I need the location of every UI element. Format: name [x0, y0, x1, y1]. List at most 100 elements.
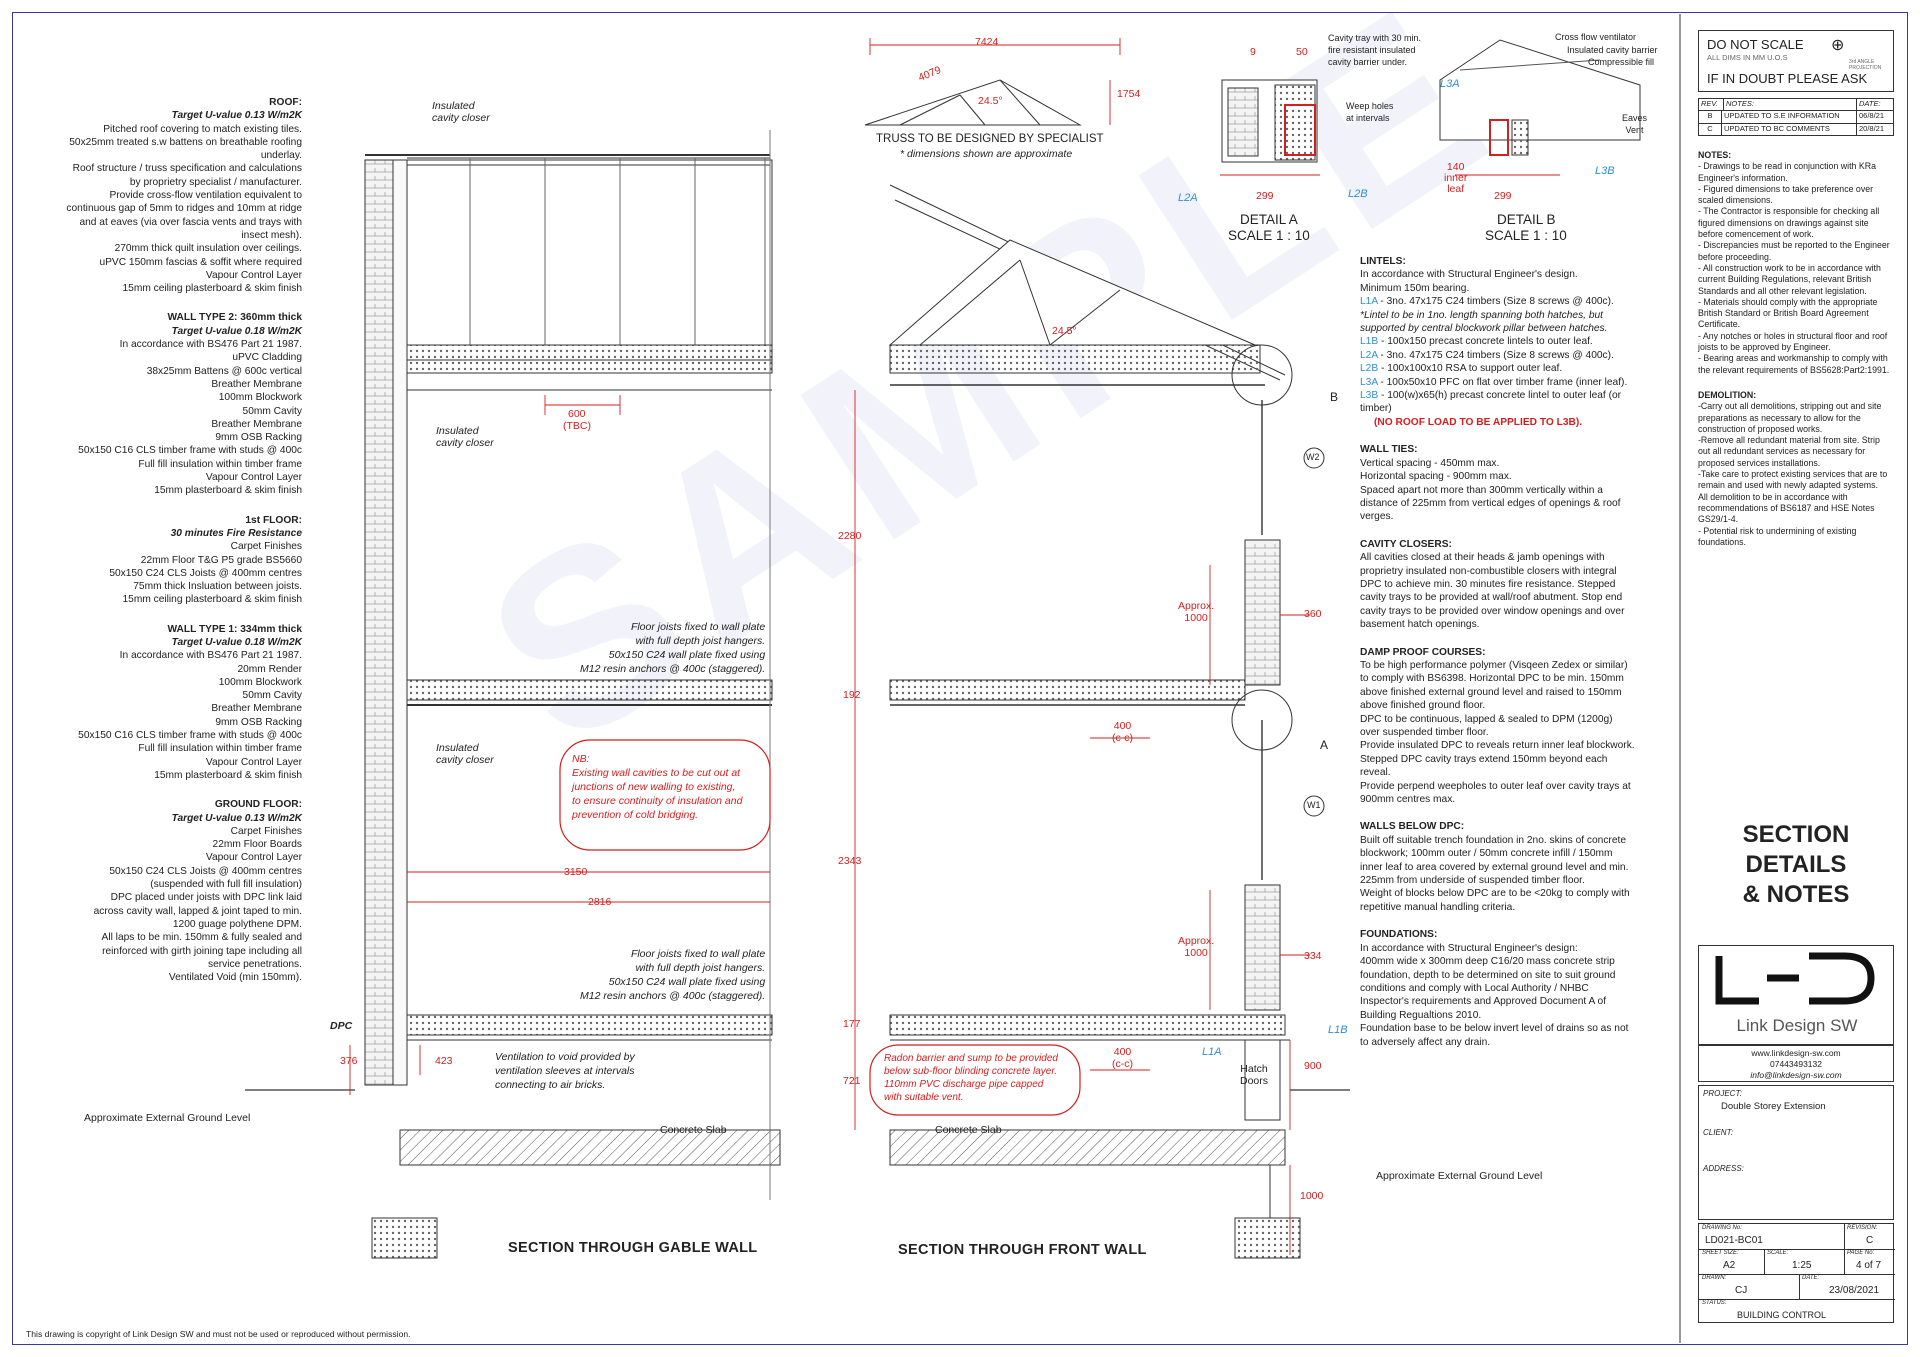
gable-joist-note-upper: Floor joists fixed to wall plate with fu…	[580, 621, 766, 675]
gable-concrete-slab: Concrete Slab	[660, 1124, 727, 1136]
list-item: Pitched roof covering to match existing …	[103, 123, 302, 135]
dim-7424: 7424	[975, 36, 999, 48]
date-header: DATE:	[1859, 99, 1881, 108]
projection-icon: ⊕	[1831, 37, 1845, 54]
status-value: BUILDING CONTROL	[1737, 1310, 1827, 1320]
drawing-no-cell: DRAWING No: LD021-BC01	[1699, 1224, 1845, 1250]
dim-2280: 2280	[838, 530, 862, 542]
dpc-section: DAMP PROOF COURSES: To be high performan…	[1360, 646, 1635, 807]
date-label: DATE:	[1802, 1275, 1820, 1281]
list-item: 50mm Cavity	[242, 405, 302, 417]
dpc-label: DPC	[330, 1020, 353, 1032]
ground-heading: GROUND FLOOR:	[214, 799, 302, 811]
wall2-lines: In accordance with BS476 Part 21 1987.uP…	[40, 338, 302, 498]
list-item: - Materials should comply with the appro…	[1698, 296, 1878, 330]
email: info@linkdesign-sw.com	[1750, 1070, 1842, 1080]
list-item: 20mm Render	[237, 663, 302, 675]
rev-header: REV.	[1699, 99, 1724, 110]
dim-192: 192	[843, 689, 861, 701]
notes-header: NOTES:	[1724, 99, 1857, 110]
list-item: - The Contractor is responsible for chec…	[1698, 206, 1880, 240]
page-cell: PAGE No: 4 of 7	[1844, 1249, 1895, 1275]
revision-row: B UPDATED TO S.E INFORMATION 06/8/21	[1699, 111, 1893, 124]
sheet-label: SHEET SIZE:	[1702, 1250, 1739, 1256]
front-ground-level: Approximate External Ground Level	[1376, 1170, 1543, 1182]
list-item: Ventilated Void (min 150mm).	[168, 972, 302, 984]
list-item: 15mm ceiling plasterboard & skim finish	[122, 283, 303, 295]
list-item: Carpet Finishes	[230, 825, 302, 837]
rev-id: C	[1699, 124, 1722, 136]
list-item: uPVC 150mm fascias & soffit where requir…	[99, 256, 302, 268]
detail-a-dim-9: 9	[1250, 46, 1256, 58]
ground-notes: GROUND FLOOR: Target U-value 0.13 W/m2K …	[40, 798, 302, 984]
scale-value: 1:25	[1792, 1260, 1812, 1271]
do-not-scale: DO NOT SCALE	[1707, 37, 1804, 52]
list-item: Full fill insulation within timber frame	[138, 458, 302, 470]
lintels-heading: LINTELS:	[1360, 256, 1406, 267]
list-item: Carpet Finishes	[230, 541, 302, 553]
list-item: 50x150 C16 CLS timber frame with studs @…	[78, 730, 302, 742]
rev-note: UPDATED TO S.E INFORMATION	[1722, 111, 1857, 123]
dim-423: 423	[435, 1055, 453, 1067]
copyright-note: This drawing is copyright of Link Design…	[26, 1329, 411, 1339]
list-item: 100mm Blockwork	[218, 392, 302, 404]
list-item: 38x25mm Battens @ 600c vertical	[146, 365, 302, 377]
demolition-list: -Carry out all demolitions, stripping ou…	[1698, 401, 1894, 548]
date-cell: DATE: 23/08/2021	[1799, 1274, 1895, 1300]
general-notes-heading: NOTES:	[1698, 150, 1732, 160]
list-item: 1200 guage polythene DPM.	[172, 918, 302, 930]
gable-title: SECTION THROUGH GABLE WALL	[508, 1240, 758, 1256]
detail-a-drawing	[1220, 79, 1320, 176]
list-item: 15mm plasterboard & skim finish	[154, 485, 302, 497]
lintel-tag: L1B	[1360, 336, 1379, 348]
list-item: Roof structure / truss specification and…	[72, 163, 302, 175]
lintel-line: *Lintel to be in 1no. length spanning bo…	[1360, 309, 1608, 335]
list-item: 100mm Blockwork	[218, 676, 302, 688]
tag-l1a: L1A	[1202, 1046, 1222, 1058]
front-concrete-slab: Concrete Slab	[935, 1124, 1002, 1136]
section-title-line: SECTION	[1742, 821, 1850, 848]
gable-closer-2: Insulated cavity closer	[436, 425, 494, 449]
lintel-tag: L2A	[1360, 349, 1378, 361]
detail-a-weep-note: Weep holes at intervals	[1346, 101, 1394, 123]
rev-date: 06/8/21	[1859, 111, 1885, 120]
list-item: All laps to be min. 150mm & fully sealed…	[101, 932, 302, 944]
roof-notes: ROOF: Target U-value 0.13 W/m2K Pitched …	[40, 96, 302, 295]
list-item: - Any notches or holes in structural flo…	[1698, 330, 1888, 353]
closers-text: All cavities closed at their heads & jam…	[1360, 552, 1625, 631]
lintel-line: L1B - 100x150 precast concrete lintels t…	[1360, 336, 1593, 348]
lintels-warning: (NO ROOF LOAD TO BE APPLIED TO L3B).	[1374, 416, 1583, 428]
detail-a-tray-note: Cavity tray with 30 min. fire resistant …	[1328, 33, 1422, 67]
ref-b: B	[1330, 390, 1339, 404]
dim-721: 721	[843, 1075, 861, 1087]
lintel-line: Minimum 150m bearing.	[1360, 282, 1470, 294]
list-item: uPVC Cladding	[232, 352, 302, 364]
foundations-text: In accordance with Structural Engineer's…	[1360, 942, 1629, 1048]
wall2-target: Target U-value 0.18 W/m2K	[171, 325, 302, 337]
page-label: PAGE No:	[1847, 1250, 1875, 1256]
list-item: 15mm ceiling plasterboard & skim finish	[122, 594, 303, 606]
dim-334: 334	[1304, 950, 1322, 962]
wall1-notes: WALL TYPE 1: 334mm thick Target U-value …	[40, 623, 302, 783]
lintel-line: In accordance with Structural Engineer's…	[1360, 269, 1578, 281]
phone: 07443493132	[1769, 1059, 1822, 1069]
foundations-section: FOUNDATIONS: In accordance with Structur…	[1360, 928, 1635, 1049]
revision-row: C UPDATED TO BC COMMENTS 20/8/21	[1699, 124, 1893, 136]
revision-table: REV. NOTES: DATE: B UPDATED TO S.E INFOR…	[1698, 98, 1894, 136]
dim-2816: 2816	[588, 896, 612, 908]
dim-900: 900	[1304, 1060, 1322, 1072]
demolition-heading: DEMOLITION:	[1698, 389, 1757, 400]
dim-376: 376	[340, 1055, 358, 1067]
lintel-line: L3A - 100x50x10 PFC on flat over timber …	[1360, 376, 1628, 388]
sheet-value: A2	[1723, 1260, 1736, 1271]
wall2-heading: WALL TYPE 2: 360mm thick	[167, 312, 302, 324]
list-item: 22mm Floor T&G P5 grade BS5660	[140, 554, 302, 566]
project-label: PROJECT:	[1703, 1089, 1742, 1098]
dim-400-cc-b: 400 (c-c)	[1112, 1046, 1133, 1070]
list-item: (suspended with full fill insulation)	[150, 879, 302, 891]
detail-a-dim-299: 299	[1256, 190, 1274, 202]
list-item: 22mm Floor Boards	[212, 839, 302, 851]
company-name: Link Design SW	[1736, 1016, 1858, 1035]
nb-note: NB: Existing wall cavities to be cut out…	[572, 753, 743, 821]
